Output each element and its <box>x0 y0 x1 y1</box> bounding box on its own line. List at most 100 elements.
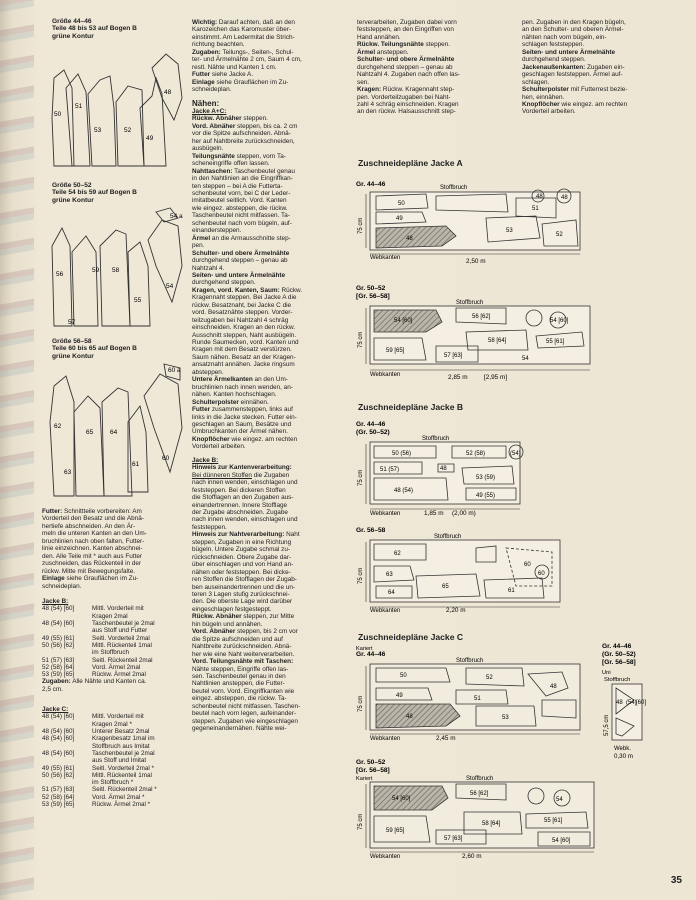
text-line: einstimmt. Am Ledermitat die Strich- <box>192 34 350 41</box>
text-line: ansatznaht annähen. Jacke ringsum <box>192 361 350 368</box>
text-line: restl. Nähte und Kanten 1 cm. <box>192 64 350 71</box>
body-text: steppen. <box>423 41 451 49</box>
bold-term: Wichtig: <box>192 19 218 26</box>
text-line: bruchlinien nach innen wenden, an- <box>192 384 350 391</box>
size-contour: grüne Kontur <box>52 352 94 360</box>
fold-label: Stoffbruch <box>422 436 449 442</box>
body-text: absteppen. <box>192 368 224 376</box>
size-title: Größe 50–52 <box>52 182 92 189</box>
text-line: Vord. Abnäher steppen, bis ca. 2 cm <box>192 123 350 130</box>
text-line: den. Die oberste Lage wird darüber <box>192 598 350 605</box>
table-row: 53 (59) [65]Rückw. Ärmel 2mal * <box>42 801 157 808</box>
body-text: her auf Nahtbreite zurückschneiden, <box>192 137 295 145</box>
text-line: der Zugabe abschneiden. Zugabe <box>192 509 350 516</box>
body-text: eingez. absteppen, die rückw. Ta- <box>192 695 287 703</box>
text-line: Seiten- und untere Ärmelnähte <box>522 49 682 56</box>
table-row: 51 (57) [63]Seitl. Rückenteil 2mal * <box>42 786 157 793</box>
text-line: nähten nach vorn bügeln, ein- <box>522 34 682 41</box>
text-line: hin bügeln und annähen. <box>192 621 350 628</box>
plan-size: Gr. 56–58 <box>356 527 386 534</box>
subsection-heading: Jacke B: <box>192 456 219 464</box>
bold-term: Knopflöcher <box>522 100 560 108</box>
piece-numbers <box>42 627 92 634</box>
table-row: aus Stoff und Futter <box>42 627 155 634</box>
text-line: ter- und Ärmelnähte 2 cm, Saum 4 cm, <box>192 56 350 63</box>
fold-label: Stoffbruch <box>434 534 461 540</box>
text-line: Einlage siehe Grauflächen im Zu- <box>42 575 180 582</box>
piece-number: 53 <box>506 228 513 234</box>
piece-description: Stoffbruch aus Imitat <box>92 742 150 750</box>
body-text: ren Stoffen die Stofflagen der Zugab- <box>192 576 297 584</box>
body-text: schenbeutel vorn, bei C der Leder- <box>192 189 291 197</box>
fabric-label: Uni <box>602 670 611 676</box>
body-text: schneideplan. <box>192 86 232 94</box>
piece-number: 54 <box>166 283 174 290</box>
text-line: feststeppen. Bei dickeren Stoffen <box>192 487 350 494</box>
bold-term: Knopflöcher <box>192 435 230 443</box>
body-text: rückw. Mitte mit Bewegungsfalte. <box>42 567 136 575</box>
piece-number: 48 <box>406 714 413 720</box>
bold-term: Vord. Abnäher <box>192 628 236 636</box>
section-heading: Nähen: <box>192 98 220 108</box>
piece-description: Rückw. Ärmel 2mal <box>92 671 146 679</box>
piece-number: 54 <box>522 356 529 362</box>
sewing-instructions-end: pen. Zugaben in den Kragen bügeln,an den… <box>522 19 682 116</box>
cutting-plan-b-56-58: Gr. 56–58 Stoffbruch 75 cm 62 60 63 65 6… <box>356 527 561 614</box>
piece-numbers <box>42 721 92 728</box>
body-text: steppen, bis ca. 2 cm <box>235 122 298 130</box>
body-text: schneideplan. <box>42 582 82 590</box>
body-text: Taschenbeutel nicht mitfassen. Ta- <box>192 212 290 220</box>
text-line: Ärmel ansteppen. <box>357 49 515 56</box>
text-line: Bei dünneren Stoffen die Zugaben <box>192 472 350 479</box>
piece-number: 55 [61] <box>546 339 565 345</box>
piece-description: Mittl. Rückenteil 1mal <box>92 771 152 779</box>
bold-term: Nahttaschen: <box>192 167 233 175</box>
pattern-sheet-edge <box>0 0 34 900</box>
bold-term: Einlage <box>192 78 215 86</box>
body-text: Ausschnitt steppen, Naht ausbügeln. <box>192 331 297 339</box>
text-line: Nahttaschen: Taschenbeutel genau <box>192 168 350 175</box>
text-line: den. Alle Teile mit * auch aus Futter <box>42 553 180 560</box>
piece-number: 49 (55) <box>476 493 495 499</box>
piece-number: 60 <box>524 562 531 568</box>
text-line: Jackenaußenkanten: Zugaben ein- <box>522 64 682 71</box>
text-line: Zugaben: Alle Nähte und Kanten ca. <box>42 678 184 685</box>
bold-term: Futter <box>192 406 211 414</box>
piece-number: 60 <box>162 455 170 462</box>
piece-number: 54 [60] <box>552 838 571 844</box>
body-text: Schnittteile vorbereiten: Am <box>62 508 142 515</box>
text-line: rückw. Besatznaht, bei Jacke C die <box>192 302 350 309</box>
piece-number: 56 [62] <box>470 791 489 797</box>
piece-number: 54 [60] <box>394 318 413 324</box>
text-line: Futter siehe Jacke A. <box>192 71 350 78</box>
body-text: Saum nähen. Besatz an der Kragen- <box>192 353 296 361</box>
size-heading-50-52: Größe 50–52 Teile 54 bis 59 auf Bogen B … <box>52 182 182 204</box>
body-text: siehe Grauflächen im Zu- <box>64 575 139 583</box>
text-line: nach innen wenden, einschlagen und <box>192 516 350 523</box>
body-text: steppen. <box>241 115 268 123</box>
pattern-label: Kariert <box>356 776 373 782</box>
text-line: richtung beachten. <box>192 41 350 48</box>
text-line: Wichtig: Darauf achten, daß an den <box>192 19 350 26</box>
bold-term: Schulter- und obere Ärmelnähte <box>357 56 455 64</box>
table-row: Kragen 2mal <box>42 613 155 620</box>
piece-number: 59 [65] <box>386 828 405 834</box>
table-row: aus Stoff und Imitat <box>42 757 157 764</box>
plan-size: Gr. 44–46 <box>602 643 632 650</box>
text-line: nähen oder feststeppen. Bei dicke- <box>192 569 350 576</box>
body-text: steppen. Zugaben wie eingeschlagen <box>192 717 298 725</box>
size-parts: Teile 48 bis 53 auf Bogen B <box>52 25 137 33</box>
text-line: nach innen wenden, einschlagen und <box>192 479 350 486</box>
text-line: Schulterpolster mit Futterrest bezie- <box>522 86 682 93</box>
text-line: nähen. Kanten hochschlagen. <box>192 391 350 398</box>
piece-number: 58 [64] <box>488 338 507 344</box>
piece-number: 50 <box>54 111 62 118</box>
text-line: sen. Taschenbeutel genau in den <box>192 673 350 680</box>
text-line: durchgehend steppen. <box>522 56 682 63</box>
piece-number: 60 <box>538 571 545 577</box>
text-line: Hinweis zur Nahtverarbeitung: Naht <box>192 531 350 538</box>
piece-number: 57 <box>68 319 76 326</box>
jacke-b-title: Jacke B: <box>42 598 69 605</box>
